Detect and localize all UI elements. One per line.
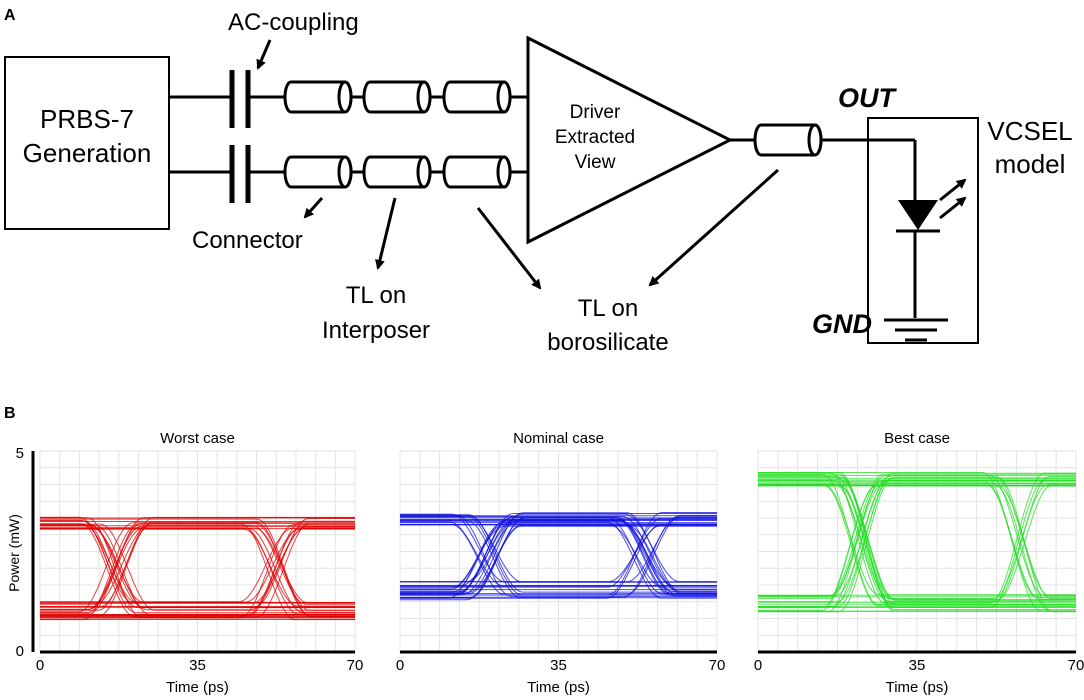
x-tick-label: 70 <box>347 657 364 674</box>
eye-trace <box>758 472 1076 604</box>
eye-traces <box>40 516 355 621</box>
signal-lines <box>169 95 917 318</box>
tl-borosilicate-arrow <box>648 168 780 287</box>
eye-trace <box>400 514 717 593</box>
emission-arrow-icon <box>939 178 967 202</box>
transmission-line-icon <box>283 80 353 114</box>
x-tick-label: 70 <box>1068 657 1084 674</box>
eye-traces <box>400 512 717 601</box>
eye-trace <box>400 521 717 599</box>
chart-title: Nominal case <box>513 430 604 447</box>
x-axis-label: Time (ps) <box>166 679 229 696</box>
x-tick-label: 35 <box>189 657 206 674</box>
diode-icon <box>898 200 938 230</box>
eye-trace <box>400 520 717 595</box>
eye-trace <box>758 482 1076 599</box>
eye-trace <box>758 479 1076 607</box>
eye-trace <box>400 513 717 593</box>
tl-borosilicate-label-line1: TL on <box>578 295 638 322</box>
tl-borosilicate-arrow <box>476 207 542 290</box>
x-tick-label: 0 <box>36 657 44 674</box>
y-axis-label: Power (mW) <box>6 514 22 592</box>
eye-trace <box>758 473 1076 598</box>
eye-trace <box>40 528 355 613</box>
x-axis-label: Time (ps) <box>527 679 590 696</box>
vcsel-label-line2: model <box>995 149 1066 179</box>
eye-trace <box>400 525 717 589</box>
x-tick-label: 0 <box>396 657 404 674</box>
vcsel-model-box <box>867 117 979 344</box>
eye-trace <box>758 483 1076 599</box>
x-tick-label: 70 <box>709 657 726 674</box>
panel-b-letter: B <box>4 405 16 422</box>
eye-trace <box>400 516 717 596</box>
eye-trace <box>40 522 355 613</box>
eye-trace <box>400 518 717 592</box>
eye-trace <box>758 484 1076 611</box>
eye-trace <box>400 523 717 591</box>
x-tick-label: 35 <box>550 657 567 674</box>
driver-amplifier <box>526 35 734 245</box>
eye-trace <box>40 527 355 615</box>
connector-arrow <box>303 196 324 219</box>
ac-coupling-arrow <box>256 39 272 70</box>
grid <box>399 450 718 653</box>
eye-trace <box>758 473 1076 612</box>
emission-arrow-icon <box>939 196 967 220</box>
eye-trace <box>758 480 1076 602</box>
ac-coupling-capacitors <box>229 70 251 203</box>
grid <box>39 450 356 653</box>
tl-interposer-arrow <box>375 197 397 270</box>
panel-a-letter: A <box>4 7 16 24</box>
ac-coupling-label: AC-coupling <box>228 9 359 36</box>
tl-interposer-label-line1: TL on <box>346 282 406 309</box>
transmission-line-icon <box>753 123 823 157</box>
y-tick-label: 5 <box>16 445 24 462</box>
chart-title: Worst case <box>160 430 235 447</box>
tl-borosilicate-label-line2: borosilicate <box>547 329 668 356</box>
transmission-line-icon <box>283 155 353 189</box>
driver-label-line3: View <box>575 152 616 173</box>
y-tick-label: 0 <box>16 643 24 660</box>
driver-label-line2: Extracted <box>555 127 635 148</box>
eye-trace <box>758 474 1076 606</box>
transmission-lines <box>283 80 823 189</box>
gnd-label: GND <box>812 309 872 339</box>
eye-trace <box>758 476 1076 601</box>
transmission-line-icon <box>442 80 512 114</box>
x-axis-label: Time (ps) <box>886 679 949 696</box>
transmission-line-icon <box>362 155 432 189</box>
eye-trace <box>758 479 1076 608</box>
eye-traces <box>758 472 1076 613</box>
eye-trace <box>758 477 1076 613</box>
transmission-line-icon <box>362 80 432 114</box>
panel-a: A PRBS-7 Generation <box>4 7 1073 356</box>
transmission-line-icon <box>442 155 512 189</box>
x-tick-label: 35 <box>909 657 926 674</box>
prbs-label-line1: PRBS-7 <box>40 104 134 134</box>
tl-interposer-label-line2: Interposer <box>322 317 430 344</box>
grid <box>757 450 1077 653</box>
eye-trace <box>40 518 355 618</box>
ground-icon <box>884 318 948 342</box>
prbs-generator-block <box>4 56 170 230</box>
eye-trace <box>40 528 355 607</box>
connector-label: Connector <box>192 227 303 254</box>
eye-trace <box>40 522 355 613</box>
prbs-label-line2: Generation <box>23 138 152 168</box>
x-tick-label: 0 <box>754 657 762 674</box>
driver-label-line1: Driver <box>570 102 621 123</box>
out-label: OUT <box>838 83 898 113</box>
chart-title: Best case <box>884 430 950 447</box>
vcsel-label-line1: VCSEL <box>987 116 1072 146</box>
